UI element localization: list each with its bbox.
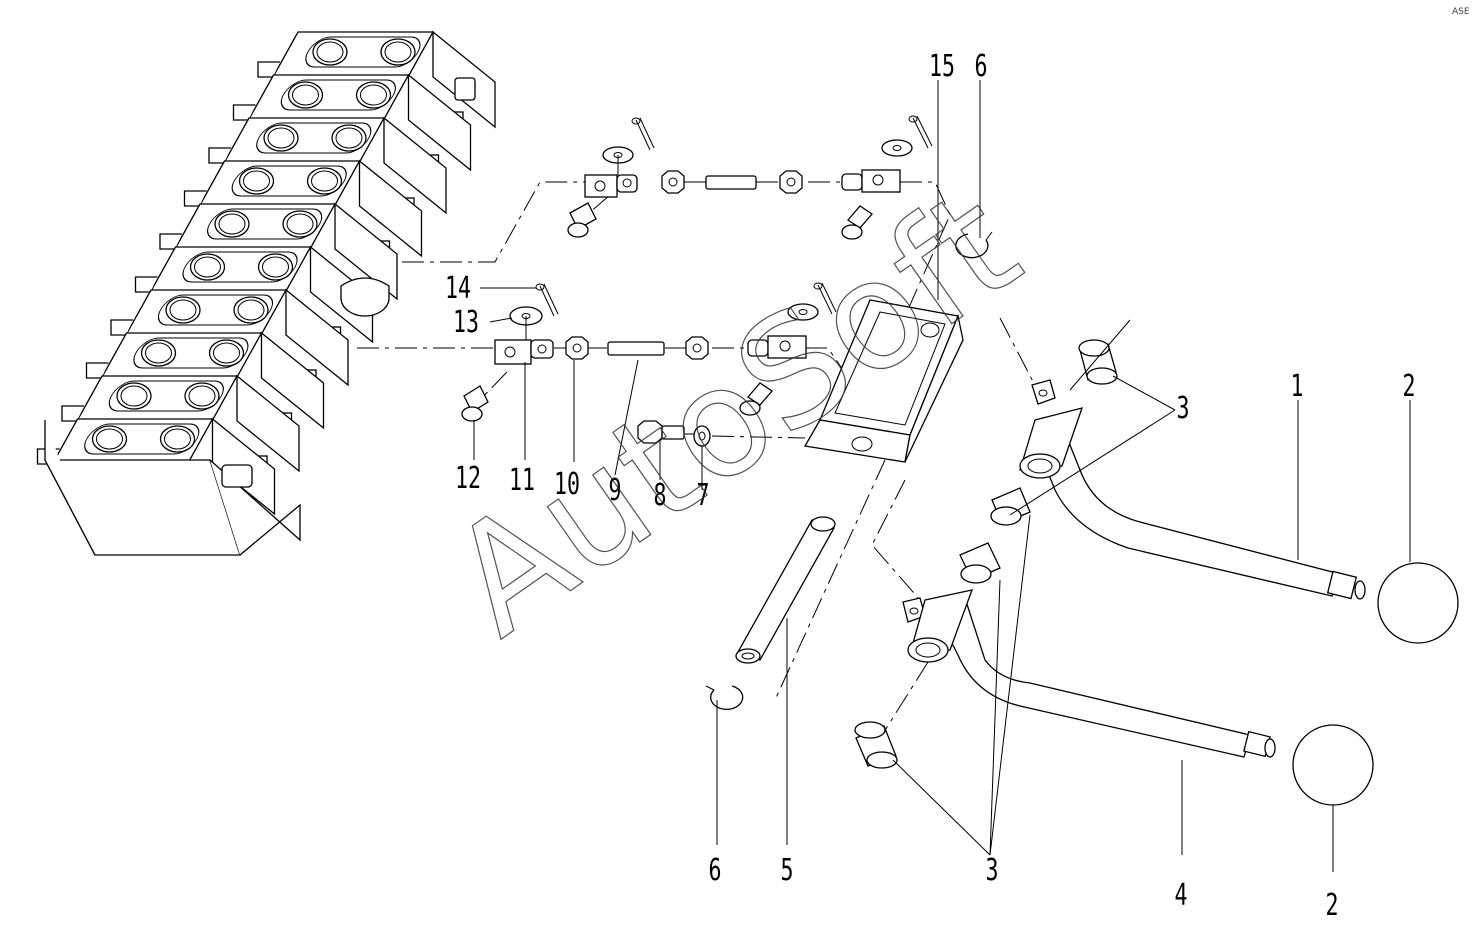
- callout-7: 7: [697, 479, 710, 513]
- lower-linkage: [357, 282, 861, 447]
- callout-10: 10: [554, 468, 580, 502]
- valve-section: [208, 116, 447, 215]
- callout-8: 8: [654, 479, 667, 513]
- callout-11: 11: [509, 464, 535, 498]
- bracket: [774, 299, 1041, 701]
- callout-2-lower: 2: [1326, 889, 1339, 923]
- callout-12: 12: [455, 462, 481, 496]
- bushing-upper-2: [990, 487, 1031, 526]
- callout-3-lower: 3: [986, 854, 999, 888]
- callout-15: 15: [929, 50, 955, 84]
- callout-3-upper: 3: [1177, 392, 1190, 426]
- lever-lower: [881, 589, 1276, 758]
- callout-4: 4: [1175, 879, 1188, 913]
- circlip-bottom: [705, 685, 744, 710]
- corner-mark: ASE: [1452, 7, 1470, 17]
- knob-lower: [1292, 724, 1374, 806]
- callout-6-top: 6: [975, 50, 988, 84]
- valve-section: [257, 30, 496, 129]
- callout-9: 9: [609, 474, 622, 508]
- valve-bank: [36, 30, 496, 556]
- valve-section: [159, 202, 398, 301]
- callout-5: 5: [781, 854, 794, 888]
- callout-1: 1: [1291, 370, 1304, 404]
- bushing-mid: [959, 542, 1001, 584]
- leader-lines: [473, 80, 1411, 872]
- watermark: AutoSoft: [421, 157, 1049, 669]
- bushing-lower: [854, 721, 898, 769]
- callout-13: 13: [453, 306, 479, 340]
- upper-linkage: [402, 115, 951, 396]
- callout-6-bottom: 6: [709, 854, 722, 888]
- valve-section: [232, 73, 472, 172]
- circlip-top: [955, 231, 993, 259]
- bushing-upper-1: [1078, 339, 1118, 385]
- pivot-pin: [735, 516, 836, 664]
- callouts: 15 6 14 13 12 11 10 9 8 7 1 2 3 6 5 3 4 …: [445, 50, 1415, 923]
- valve-section: [85, 331, 325, 430]
- callout-2-upper: 2: [1403, 370, 1416, 404]
- lever-upper: [1019, 379, 1366, 600]
- knob-upper: [1377, 562, 1459, 644]
- callout-14: 14: [445, 272, 471, 306]
